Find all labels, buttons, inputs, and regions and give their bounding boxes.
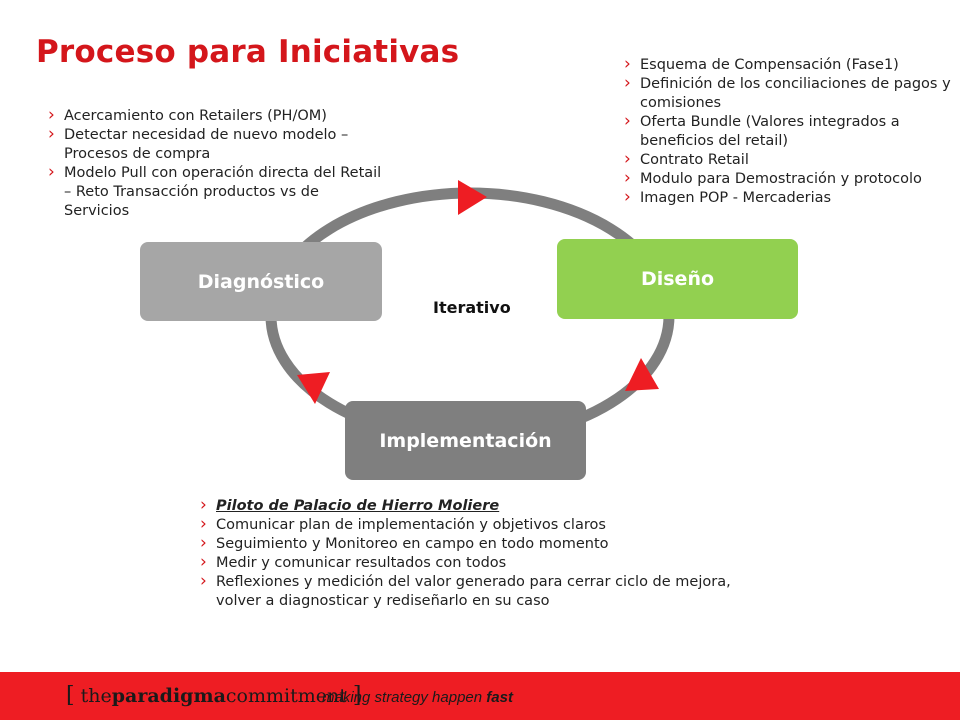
tagline: making strategy happen fast	[322, 689, 513, 706]
diagnostico-box: Diagnóstico	[140, 242, 382, 321]
list-item: Oferta Bundle (Valores integrados a bene…	[622, 112, 952, 151]
diseno-box: Diseño	[557, 239, 798, 319]
list-item: Modulo para Demostración y protocolo	[622, 169, 952, 189]
page-title: Proceso para Iniciativas	[36, 34, 460, 70]
cycle-arrow-left	[297, 372, 330, 404]
list-item: Comunicar plan de implementación y objet…	[198, 515, 758, 535]
diseno-details-list: Esquema de Compensación (Fase1) Definici…	[622, 55, 952, 208]
list-item: Contrato Retail	[622, 150, 952, 170]
iterativo-label: Iterativo	[433, 298, 511, 317]
list-item: Reflexiones y medición del valor generad…	[198, 572, 758, 611]
list-item: Piloto de Palacio de Hierro Moliere	[198, 496, 758, 516]
diagnostico-details-list: Acercamiento con Retailers (PH/OM) Detec…	[46, 106, 386, 221]
list-item: Modelo Pull con operación directa del Re…	[46, 163, 386, 221]
list-item: Detectar necesidad de nuevo modelo – Pro…	[46, 125, 386, 164]
list-item: Esquema de Compensación (Fase1)	[622, 55, 952, 75]
company-logo: [ theparadigmacommitment ]	[66, 683, 362, 708]
implementacion-box: Implementación	[345, 401, 586, 480]
list-item: Medir y comunicar resultados con todos	[198, 553, 758, 573]
footer-bar: [ theparadigmacommitment ] making strate…	[0, 672, 960, 720]
list-item: Imagen POP - Mercaderias	[622, 188, 952, 208]
cycle-arrow-right	[625, 358, 659, 391]
implementacion-details-list: Piloto de Palacio de Hierro Moliere Comu…	[198, 496, 758, 611]
cycle-arrow-top	[458, 180, 487, 215]
list-item: Definición de los conciliaciones de pago…	[622, 74, 952, 113]
list-item: Acercamiento con Retailers (PH/OM)	[46, 106, 386, 126]
list-item: Seguimiento y Monitoreo en campo en todo…	[198, 534, 758, 554]
